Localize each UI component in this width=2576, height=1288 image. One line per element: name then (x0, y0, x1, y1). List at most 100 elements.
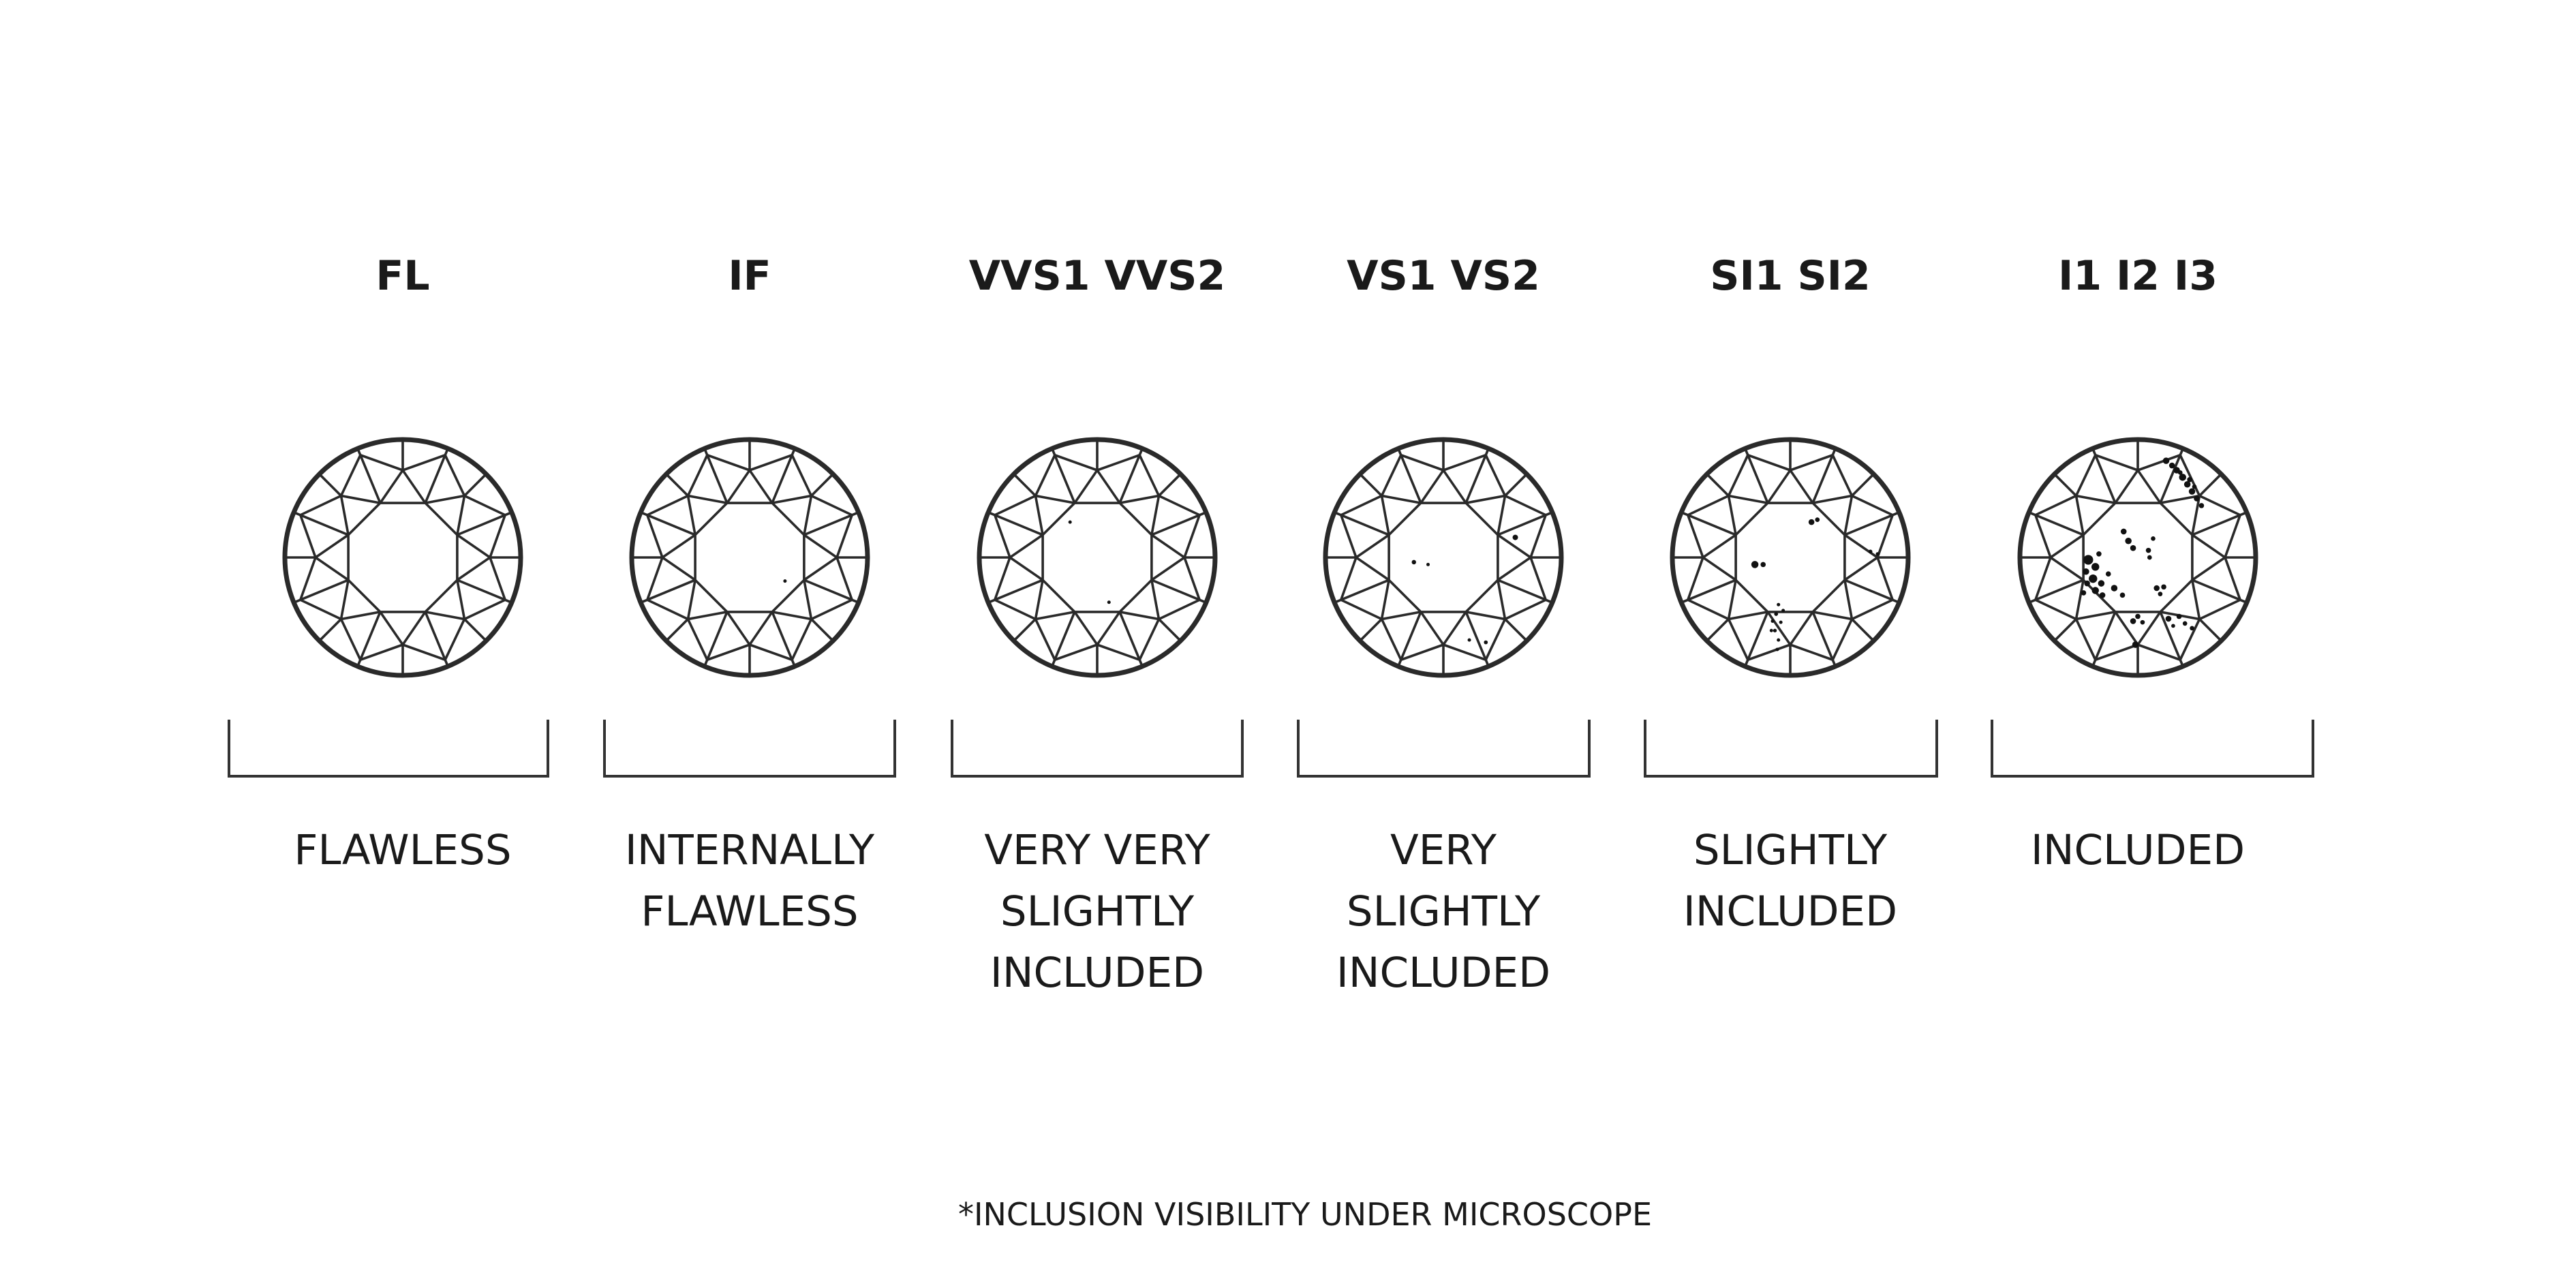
girdle-facet (993, 557, 1037, 621)
inclusion-dot (1781, 609, 1785, 613)
bezel-facet (1359, 473, 1383, 497)
girdle-facet (1851, 557, 1895, 621)
diamond-facets (979, 440, 1215, 675)
girdle-facet (1158, 557, 1201, 621)
inclusion-dot (2176, 613, 2182, 619)
bezel-facet (665, 618, 689, 642)
upper-girdle-facet (703, 611, 729, 667)
girdle-facet (1504, 494, 1548, 558)
upper-girdle-facet (293, 579, 349, 604)
inclusion-dot (1808, 519, 1815, 525)
girdle-facet (810, 494, 854, 558)
girdle-facet (749, 453, 813, 497)
inclusion-dot (2192, 484, 2197, 489)
girdle-facet (1686, 557, 1730, 621)
girdle-facet (402, 453, 466, 497)
girdle-facet (1727, 453, 1791, 497)
upper-girdle-facet (987, 511, 1043, 536)
upper-girdle-facet (1151, 511, 1207, 536)
upper-girdle-facet (293, 511, 349, 536)
upper-girdle-facet (1118, 448, 1144, 504)
inclusions (1751, 517, 1880, 651)
inclusion-dot (2135, 613, 2141, 619)
inclusion-dot (2153, 585, 2160, 592)
inclusion-dot (1484, 640, 1488, 645)
inclusion-dot (2105, 571, 2111, 577)
inclusion-dot (2158, 592, 2163, 596)
inclusion-dot (1773, 628, 1777, 632)
bezel-facet (463, 618, 487, 642)
grade-description-line: VERY VERY (984, 826, 1210, 874)
girdle-facet (1034, 453, 1098, 497)
upper-girdle-facet (1397, 448, 1422, 504)
diamond-illustration (2017, 437, 2258, 678)
upper-girdle-facet (2028, 579, 2084, 604)
girdle-facet (645, 494, 689, 558)
inclusion-dot (1426, 562, 1430, 566)
grade-description-line: SLIGHTLY (1000, 887, 1195, 936)
girdle-facet (1851, 494, 1895, 558)
inclusion-dot (2132, 641, 2139, 648)
upper-girdle-facet (2192, 579, 2248, 604)
inclusion-dot (2140, 619, 2145, 625)
grade-description-line: INCLUDED (1336, 949, 1550, 997)
inclusion-dot (2091, 587, 2099, 594)
grade-description-line: INTERNALLY (625, 826, 875, 874)
bezel-facet (1851, 473, 1875, 497)
upper-girdle-facet (2159, 448, 2184, 504)
girdle-facet (2137, 453, 2201, 497)
diamond-illustration (1323, 437, 1564, 678)
inclusion-dot (2188, 488, 2196, 495)
grade-bracket (1991, 720, 2314, 778)
upper-girdle-facet (1811, 611, 1837, 667)
upper-girdle-facet (1844, 579, 1900, 604)
inclusion-dot (2130, 618, 2136, 624)
upper-girdle-facet (2091, 448, 2117, 504)
diamond-facets (1672, 440, 1908, 675)
grade-bracket (951, 720, 1244, 778)
girdle-facet (1443, 453, 1507, 497)
grade-code: I1 I2 I3 (2058, 252, 2218, 300)
grade-code: VS1 VS2 (1347, 252, 1540, 300)
inclusion-dot (2083, 555, 2094, 565)
bezel-facet (1359, 618, 1383, 642)
upper-girdle-facet (457, 511, 512, 536)
inclusion-dot (2130, 545, 2136, 551)
upper-girdle-facet (2091, 611, 2117, 667)
girdle-facet (1339, 557, 1383, 621)
bezel-facet (1013, 618, 1037, 642)
inclusion-dot (2098, 580, 2105, 587)
grade-description-line: INCLUDED (990, 949, 1204, 997)
girdle-facet (339, 453, 403, 497)
bezel-facet (665, 473, 689, 497)
diamond-facets (2020, 440, 2256, 675)
inclusions (2081, 457, 2205, 648)
inclusion-dot (1751, 561, 1759, 568)
inclusion-dot (783, 579, 787, 583)
inclusion-dot (2083, 568, 2089, 575)
upper-girdle-facet (1051, 448, 1076, 504)
girdle-facet (2034, 494, 2077, 558)
girdle-facet (1097, 453, 1161, 497)
bezel-facet (1158, 618, 1182, 642)
inclusion-dot (2151, 536, 2156, 541)
inclusion-dot (1467, 638, 1471, 642)
inclusion-dot (2096, 551, 2102, 557)
grade-bracket (603, 720, 896, 778)
inclusion-dot (2179, 474, 2186, 481)
upper-girdle-facet (2159, 611, 2184, 667)
grade-code: FL (375, 252, 429, 300)
inclusion-dot (1815, 517, 1820, 522)
girdle-facet (1034, 618, 1098, 662)
inclusion-dot (1774, 612, 1779, 616)
inclusion-dot (1875, 552, 1880, 556)
inclusion-dot (2119, 592, 2126, 598)
girdle-facet (686, 618, 750, 662)
upper-girdle-facet (1744, 448, 1769, 504)
inclusions (1411, 534, 1518, 645)
grade-bracket (1297, 720, 1591, 778)
